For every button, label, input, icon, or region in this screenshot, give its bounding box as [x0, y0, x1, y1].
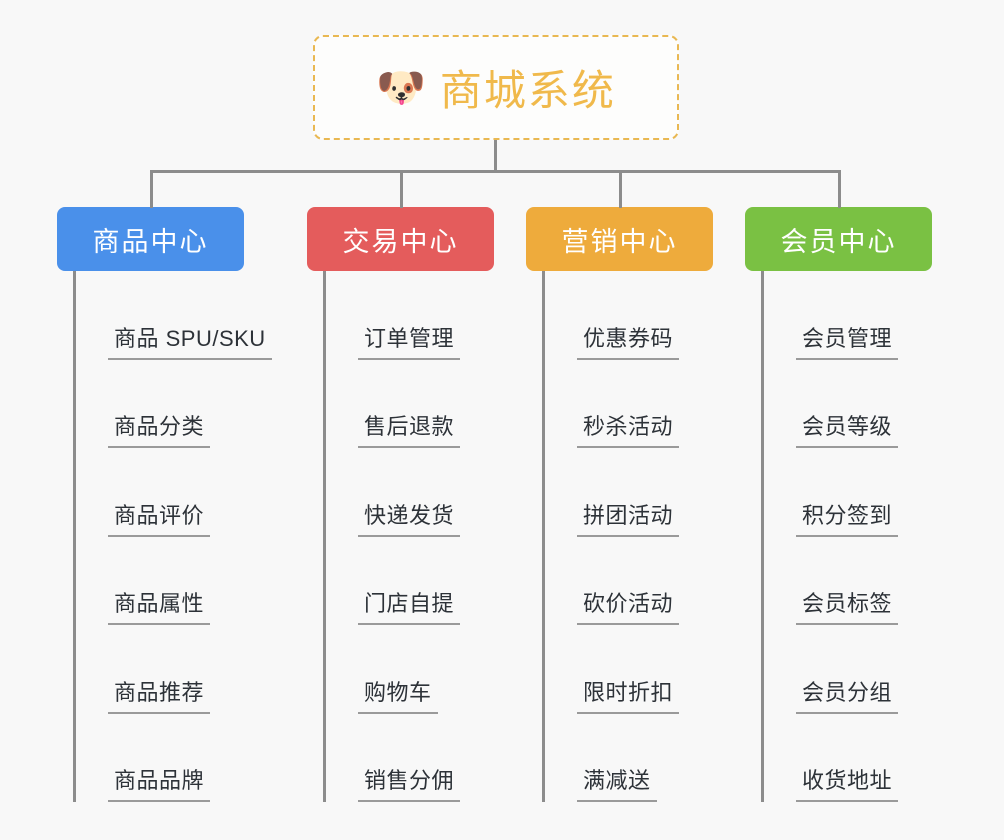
leaf-list-marketing-center: 优惠券码秒杀活动拼团活动砍价活动限时折扣满减送 [542, 271, 713, 802]
root-node[interactable]: 🐶 商城系统 [313, 35, 679, 140]
leaf-item[interactable]: 快递发货 [326, 448, 494, 537]
leaf-underline: 购物车 [358, 675, 438, 714]
leaf-item[interactable]: 限时折扣 [545, 625, 713, 714]
column-marketing-center: 营销中心优惠券码秒杀活动拼团活动砍价活动限时折扣满减送 [526, 207, 713, 802]
column-member-center: 会员中心会员管理会员等级积分签到会员标签会员分组收货地址 [745, 207, 932, 802]
connector-horizontal-bus [150, 170, 838, 173]
leaf-item[interactable]: 收货地址 [764, 714, 932, 802]
leaf-label: 限时折扣 [583, 679, 674, 705]
leaf-label: 拼团活动 [583, 502, 674, 528]
connector-drop-member-center [838, 170, 841, 208]
leaf-item[interactable]: 门店自提 [326, 537, 494, 625]
leaf-label: 商品 SPU/SKU [114, 325, 266, 351]
leaf-label: 积分签到 [802, 502, 893, 528]
leaf-underline: 收货地址 [796, 763, 899, 802]
leaf-underline: 商品推荐 [108, 675, 211, 714]
leaf-item[interactable]: 会员管理 [764, 271, 932, 360]
leaf-label: 会员等级 [802, 414, 893, 439]
connector-drop-trade-center [400, 170, 403, 208]
leaf-item[interactable]: 商品推荐 [76, 625, 244, 714]
leaf-underline: 商品品牌 [108, 763, 211, 802]
leaf-label: 商品属性 [114, 591, 205, 616]
leaf-item[interactable]: 会员分组 [764, 625, 932, 714]
leaf-underline: 商品 SPU/SKU [108, 321, 272, 360]
leaf-underline: 售后退款 [358, 409, 461, 448]
leaf-item[interactable]: 购物车 [326, 625, 494, 714]
leaf-underline: 限时折扣 [577, 675, 680, 714]
leaf-item[interactable]: 积分签到 [764, 448, 932, 537]
category-box-product-center[interactable]: 商品中心 [57, 207, 244, 271]
leaf-label: 会员管理 [802, 325, 893, 351]
connector-drop-product-center [150, 170, 153, 208]
leaf-label: 会员分组 [802, 679, 893, 705]
leaf-label: 优惠券码 [583, 325, 674, 351]
root-title: 商城系统 [439, 67, 616, 114]
leaf-label: 会员标签 [802, 591, 893, 616]
leaf-item[interactable]: 销售分佣 [326, 714, 494, 802]
leaf-item[interactable]: 拼团活动 [545, 448, 713, 537]
category-box-trade-center[interactable]: 交易中心 [307, 207, 494, 271]
leaf-label: 订单管理 [364, 325, 455, 351]
leaf-item[interactable]: 商品属性 [76, 537, 244, 625]
leaf-underline: 会员分组 [796, 675, 899, 714]
leaf-label: 秒杀活动 [583, 414, 674, 439]
leaf-label: 销售分佣 [364, 768, 455, 793]
category-box-marketing-center[interactable]: 营销中心 [526, 207, 713, 271]
leaf-label: 收货地址 [802, 768, 893, 793]
connector-root-stem [494, 140, 497, 172]
leaf-underline: 会员标签 [796, 586, 899, 625]
leaf-label: 满减送 [583, 768, 651, 793]
leaf-item[interactable]: 砍价活动 [545, 537, 713, 625]
leaf-underline: 订单管理 [358, 321, 461, 360]
leaf-label: 砍价活动 [583, 591, 674, 616]
leaf-label: 购物车 [364, 679, 432, 705]
leaf-underline: 优惠券码 [577, 321, 680, 360]
leaf-label: 商品评价 [114, 502, 205, 528]
leaf-list-product-center: 商品 SPU/SKU 商品分类商品评价商品属性商品推荐商品品牌 [73, 271, 272, 802]
leaf-item[interactable]: 秒杀活动 [545, 360, 713, 448]
leaf-underline: 会员等级 [796, 409, 899, 448]
leaf-underline: 满减送 [577, 763, 657, 802]
leaf-label: 商品品牌 [114, 768, 205, 793]
leaf-item[interactable]: 会员等级 [764, 360, 932, 448]
leaf-underline: 积分签到 [796, 498, 899, 537]
leaf-item[interactable]: 商品 SPU/SKU [76, 271, 272, 360]
leaf-item[interactable]: 商品品牌 [76, 714, 244, 802]
leaf-underline: 快递发货 [358, 498, 461, 537]
leaf-item[interactable]: 商品评价 [76, 448, 244, 537]
leaf-underline: 拼团活动 [577, 498, 680, 537]
leaf-label: 售后退款 [364, 414, 455, 439]
leaf-label: 商品分类 [114, 414, 205, 439]
leaf-label: 门店自提 [364, 591, 455, 616]
dog-face-icon: 🐶 [376, 65, 426, 110]
leaf-underline: 秒杀活动 [577, 409, 680, 448]
leaf-underline: 会员管理 [796, 321, 899, 360]
leaf-label: 商品推荐 [114, 679, 205, 705]
category-box-member-center[interactable]: 会员中心 [745, 207, 932, 271]
leaf-underline: 门店自提 [358, 586, 461, 625]
leaf-item[interactable]: 会员标签 [764, 537, 932, 625]
leaf-underline: 商品属性 [108, 586, 211, 625]
connector-drop-marketing-center [619, 170, 622, 208]
column-product-center: 商品中心商品 SPU/SKU 商品分类商品评价商品属性商品推荐商品品牌 [57, 207, 272, 802]
leaf-underline: 砍价活动 [577, 586, 680, 625]
leaf-item[interactable]: 满减送 [545, 714, 713, 802]
leaf-underline: 销售分佣 [358, 763, 461, 802]
leaf-underline: 商品评价 [108, 498, 211, 537]
leaf-label: 快递发货 [364, 502, 455, 528]
column-trade-center: 交易中心订单管理售后退款快递发货门店自提购物车销售分佣 [307, 207, 494, 802]
leaf-item[interactable]: 优惠券码 [545, 271, 713, 360]
leaf-underline: 商品分类 [108, 409, 211, 448]
leaf-item[interactable]: 售后退款 [326, 360, 494, 448]
leaf-item[interactable]: 商品分类 [76, 360, 244, 448]
leaf-list-trade-center: 订单管理售后退款快递发货门店自提购物车销售分佣 [323, 271, 494, 802]
leaf-item[interactable]: 订单管理 [326, 271, 494, 360]
leaf-list-member-center: 会员管理会员等级积分签到会员标签会员分组收货地址 [761, 271, 932, 802]
